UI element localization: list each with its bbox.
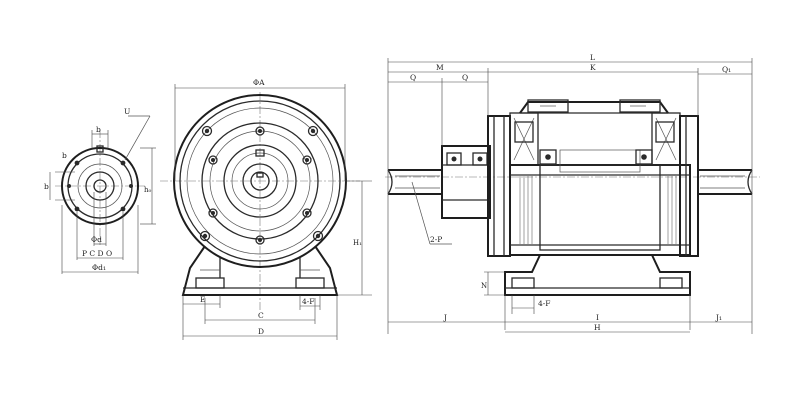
bolt-holes-inner [208,126,312,245]
dim-i: I [596,313,599,322]
dim-l: L [590,53,595,62]
dim-b-top: b [96,125,101,134]
dim-phi-d1: Φd₁ [92,263,106,272]
dim-4f-side: 4-F [538,299,551,308]
dim-h1: H₁ [353,239,362,247]
dim-h: H [594,323,601,332]
flange-end-view: b b b h₀ U Φd P C D O Φd₁ [44,107,156,274]
bolt-holes-outer [199,125,324,242]
dim-u: U [124,107,130,116]
motor-side-view: L M K Q Q Q₁ 2-P N 4-F J I [385,53,760,334]
dim-k: K [590,63,596,72]
dim-d: D [258,327,264,336]
dim-phi-a: ΦA [253,78,265,87]
dim-m: M [436,63,444,72]
dim-h0: h₀ [144,186,152,194]
dim-c: C [258,311,264,320]
dim-b-label: b [62,151,67,160]
dim-phi-d: Φd [91,235,102,244]
motor-front-view: ΦA H₁ E 4-F C D [160,78,372,340]
dim-q1-right: Q₁ [722,65,731,74]
dim-j-left: J [443,313,447,322]
dim-2p: 2-P [430,235,442,244]
dim-j1-right: J₁ [715,313,722,322]
dim-pcdo: P C D O [82,249,112,258]
dim-b-left: b [44,182,49,191]
stator-hatch [519,176,681,244]
dim-q-mid: Q [462,73,468,82]
dim-4f-front: 4-F [302,297,315,306]
dim-q-left: Q [410,73,416,82]
dim-e: E [200,295,205,304]
dim-n: N [481,282,487,290]
